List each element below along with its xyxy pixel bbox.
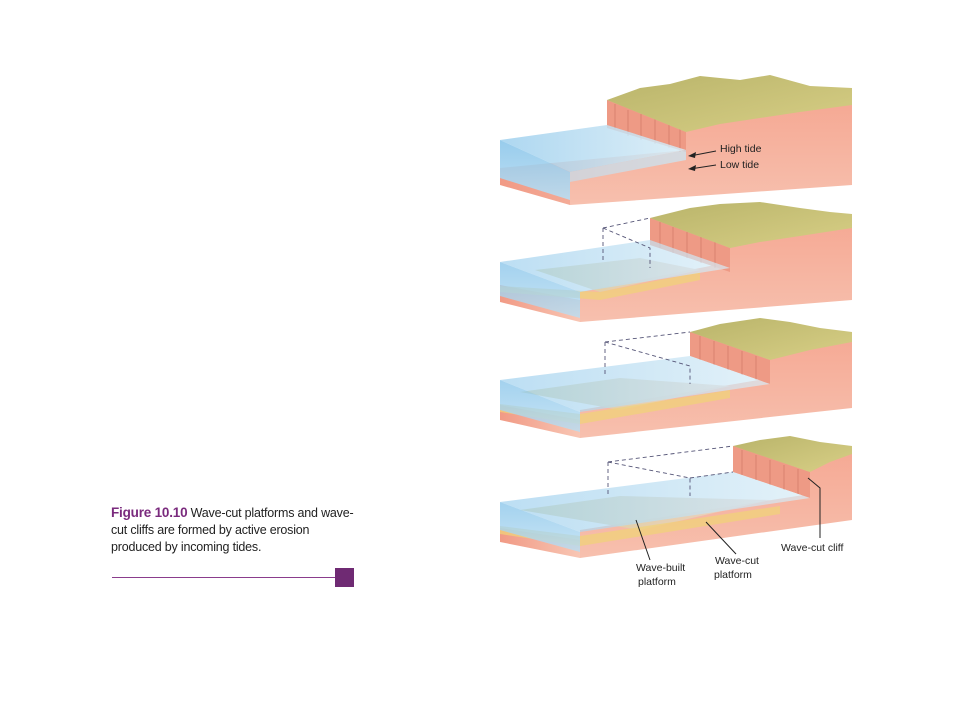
stage-4-grass-top [733, 436, 852, 472]
wave-cut-platform-label-line2: platform [714, 569, 752, 581]
stage-4-block: Wave-built platform Wave-cut platform Wa… [500, 436, 852, 588]
stage-3-grass-top [690, 318, 852, 360]
high-tide-label: High tide [720, 143, 762, 155]
stage-2-water-top [500, 240, 730, 292]
caption-accent-square [335, 568, 354, 587]
stage-1-water-top [500, 125, 686, 172]
stage-3-block [500, 318, 852, 438]
caption-rule [112, 577, 338, 578]
stage-3-water-top [500, 356, 770, 412]
stage-4-water-top [500, 472, 810, 532]
wave-built-label-line2: platform [638, 576, 676, 588]
stage-2-grass-top [650, 202, 852, 248]
stage-1-water-front [500, 140, 570, 200]
stage-2-water-front [500, 262, 580, 318]
stage-1-cliff-face [607, 100, 686, 152]
stage-1-rock-side [570, 100, 852, 205]
wave-cut-cliff-label: Wave-cut cliff [781, 542, 844, 554]
stage-3-water-front [500, 380, 580, 432]
caption-text: Wave-cut platforms and wave-cut cliffs a… [111, 506, 354, 554]
stage-2-block [500, 202, 852, 322]
stage-1-grass-top [607, 75, 852, 132]
wave-built-label-line1: Wave-built [636, 562, 685, 574]
figure-caption: Figure 10.10 Wave-cut platforms and wave… [111, 504, 361, 556]
stage-3-cliff-face [690, 332, 770, 384]
stage-2-cliff-face [650, 218, 730, 272]
wave-cut-platform-label-line1: Wave-cut [715, 555, 759, 567]
stage-4-water-front [500, 502, 580, 552]
figure-label: Figure 10.10 [111, 505, 188, 520]
stage-1-block: High tide Low tide [500, 75, 852, 205]
low-tide-label: Low tide [720, 159, 759, 171]
stage-4-cliff-face [733, 446, 810, 498]
